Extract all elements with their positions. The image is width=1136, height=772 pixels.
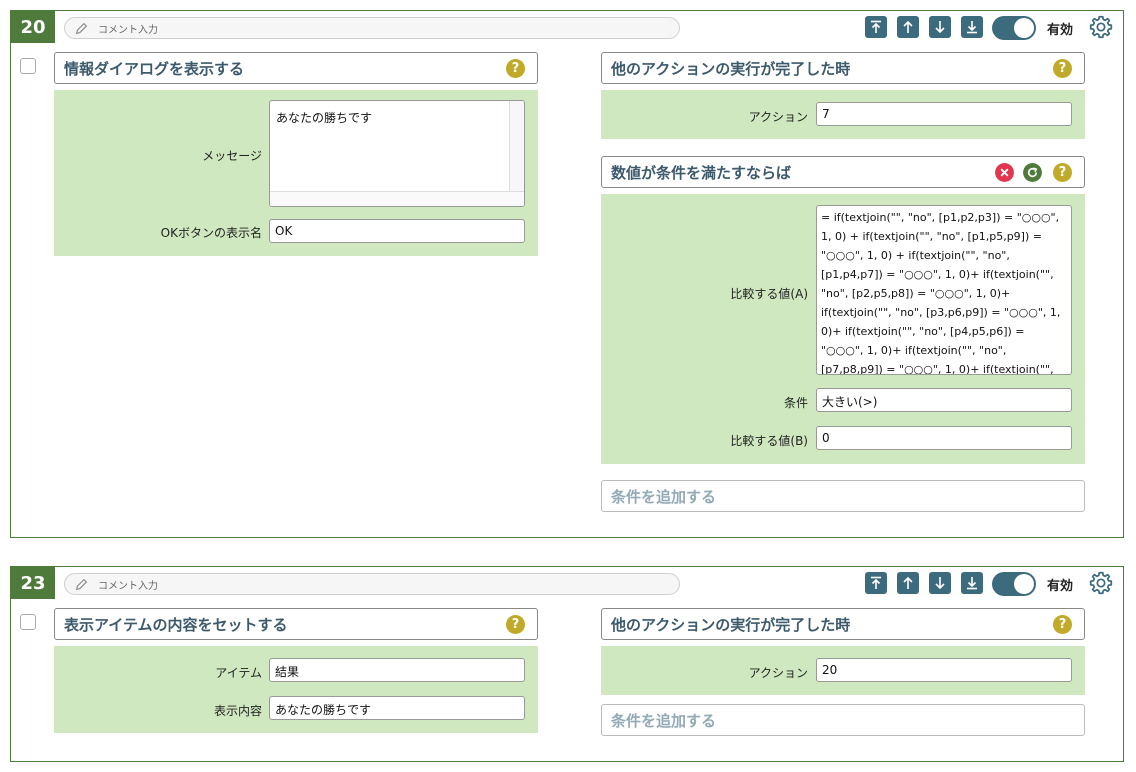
- action-card-20: 20 コメント入力 有効 情報ダイアログを表示する: [10, 10, 1124, 538]
- action-settings-panel: メッセージ あなたの勝ちです OKボタンの表示名 OK: [54, 90, 538, 256]
- move-top-button[interactable]: [865, 572, 887, 594]
- action-header[interactable]: 情報ダイアログを表示する ?: [54, 52, 538, 84]
- enabled-label: 有効: [1047, 23, 1074, 38]
- pencil-icon: [75, 578, 88, 590]
- item-label: アイテム: [215, 666, 262, 680]
- move-down-button[interactable]: [929, 16, 951, 38]
- move-up-button[interactable]: [897, 16, 919, 38]
- compare-b-input[interactable]: 0: [816, 426, 1072, 450]
- compare-a-label: 比較する値(A): [730, 287, 808, 301]
- select-checkbox[interactable]: [20, 58, 36, 74]
- textarea-bottom-bar: [270, 191, 524, 206]
- help-icon[interactable]: ?: [1053, 163, 1072, 182]
- message-value: あなたの勝ちです: [276, 111, 373, 125]
- content-label: 表示内容: [213, 704, 262, 718]
- action-settings-panel: アイテム 結果 表示内容 あなたの勝ちです: [54, 646, 538, 733]
- content-input[interactable]: あなたの勝ちです: [269, 696, 525, 720]
- trigger-header[interactable]: 他のアクションの実行が完了した時 ?: [601, 52, 1085, 84]
- enabled-toggle[interactable]: [992, 572, 1036, 596]
- condition-header[interactable]: 数値が条件を満たすならば ?: [601, 156, 1085, 188]
- ok-button-label: OKボタンの表示名: [160, 226, 262, 240]
- move-top-button[interactable]: [865, 16, 887, 38]
- add-condition-button[interactable]: 条件を追加する: [601, 704, 1085, 736]
- trigger-title: 他のアクションの実行が完了した時: [611, 615, 851, 634]
- move-top-icon: [871, 576, 881, 589]
- move-bottom-button[interactable]: [961, 16, 983, 38]
- add-condition-button[interactable]: 条件を追加する: [601, 480, 1085, 512]
- trigger-action-input[interactable]: 7: [816, 102, 1072, 126]
- enabled-label: 有効: [1047, 579, 1074, 594]
- toggle-knob: [1014, 574, 1034, 594]
- gear-icon[interactable]: [1088, 14, 1114, 40]
- arrow-up-icon: [903, 20, 913, 33]
- help-icon[interactable]: ?: [1053, 615, 1072, 634]
- arrow-down-icon: [935, 577, 945, 590]
- move-down-button[interactable]: [929, 572, 951, 594]
- card-number: 23: [11, 567, 55, 599]
- card-number: 20: [11, 11, 55, 43]
- condition-select[interactable]: 大きい(>): [816, 388, 1072, 412]
- move-bottom-icon: [967, 21, 977, 34]
- comment-placeholder: コメント入力: [98, 580, 158, 592]
- select-checkbox[interactable]: [20, 614, 36, 630]
- trigger-settings-panel: アクション 7: [601, 90, 1085, 139]
- trigger-settings-panel: アクション 20: [601, 646, 1085, 695]
- message-label: メッセージ: [202, 149, 262, 163]
- action-card-23: 23 コメント入力 有効 表示アイテムの内容をセットする: [10, 566, 1124, 762]
- textarea-scrollbar[interactable]: [509, 101, 524, 206]
- ok-button-name-input[interactable]: OK: [269, 219, 525, 243]
- comment-input[interactable]: コメント入力: [64, 17, 680, 39]
- action-title: 情報ダイアログを表示する: [64, 59, 245, 78]
- action-label: アクション: [748, 110, 808, 124]
- compare-b-label: 比較する値(B): [730, 434, 808, 448]
- action-title: 表示アイテムの内容をセットする: [64, 615, 288, 634]
- refresh-icon[interactable]: [1023, 163, 1042, 182]
- help-icon[interactable]: ?: [506, 59, 525, 78]
- move-up-button[interactable]: [897, 572, 919, 594]
- condition-label: 条件: [783, 396, 808, 410]
- add-condition-label: 条件を追加する: [611, 711, 717, 730]
- add-condition-label: 条件を追加する: [611, 487, 717, 506]
- arrow-up-icon: [903, 576, 913, 589]
- move-bottom-icon: [967, 577, 977, 590]
- move-bottom-button[interactable]: [961, 572, 983, 594]
- move-top-icon: [871, 20, 881, 33]
- help-icon[interactable]: ?: [1053, 59, 1072, 78]
- delete-icon[interactable]: [995, 163, 1014, 182]
- toggle-knob: [1014, 18, 1034, 38]
- trigger-action-input[interactable]: 20: [816, 658, 1072, 682]
- action-header[interactable]: 表示アイテムの内容をセットする ?: [54, 608, 538, 640]
- condition-title: 数値が条件を満たすならば: [611, 163, 792, 182]
- trigger-header[interactable]: 他のアクションの実行が完了した時 ?: [601, 608, 1085, 640]
- comment-input[interactable]: コメント入力: [64, 573, 680, 595]
- trigger-title: 他のアクションの実行が完了した時: [611, 59, 851, 78]
- help-icon[interactable]: ?: [506, 615, 525, 634]
- gear-icon[interactable]: [1088, 570, 1114, 596]
- comment-placeholder: コメント入力: [98, 24, 158, 36]
- message-textarea[interactable]: あなたの勝ちです: [269, 100, 525, 207]
- condition-settings-panel: 比較する値(A) = if(textjoin("", "no", [p1,p2,…: [601, 194, 1085, 464]
- compare-a-textarea[interactable]: = if(textjoin("", "no", [p1,p2,p3]) = "○…: [816, 205, 1072, 375]
- action-label: アクション: [748, 666, 808, 680]
- pencil-icon: [75, 22, 88, 34]
- item-input[interactable]: 結果: [269, 658, 525, 682]
- enabled-toggle[interactable]: [992, 16, 1036, 40]
- arrow-down-icon: [935, 21, 945, 34]
